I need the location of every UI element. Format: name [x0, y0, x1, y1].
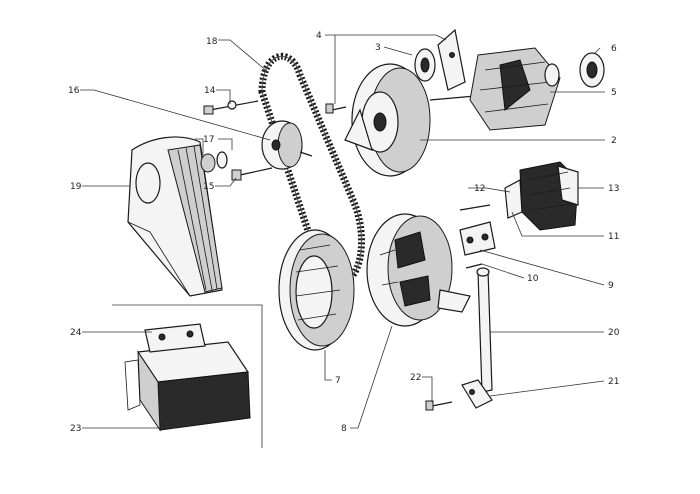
callout-labels: 18 16 14 17 15 19 4 3 6 5 2 12 13 11 10 …	[68, 31, 620, 434]
voltage-regulator	[124, 341, 251, 432]
rotor	[429, 47, 561, 131]
callout-3: 3	[375, 43, 381, 53]
callout-22: 22	[410, 373, 421, 383]
callout-11: 11	[608, 232, 619, 242]
pulley	[261, 120, 313, 170]
belt-guard-cover	[127, 136, 223, 297]
callout-12: 12	[474, 184, 485, 194]
callout-6: 6	[611, 44, 617, 54]
bearing-3	[414, 48, 436, 82]
callout-17: 17	[203, 135, 214, 145]
callout-21: 21	[608, 377, 619, 387]
callout-13: 13	[608, 184, 619, 194]
stator	[278, 229, 355, 351]
inset-frame	[112, 304, 263, 448]
nut-washer-bolt	[200, 151, 273, 181]
callout-4: 4	[316, 31, 322, 41]
drive-end-shield	[344, 63, 431, 177]
bearing-6	[579, 52, 605, 88]
callout-9: 9	[608, 281, 614, 291]
callout-10: 10	[527, 274, 539, 284]
regulator-bracket	[144, 323, 206, 353]
adjusting-arm	[476, 267, 493, 393]
bolt-22	[425, 400, 453, 411]
terminal-bracket	[459, 221, 496, 256]
callout-5: 5	[611, 88, 617, 98]
mounting-bracket-21	[461, 379, 493, 409]
callout-24: 24	[70, 328, 82, 338]
callout-14: 14	[204, 86, 216, 96]
brush-holder-assembly	[459, 161, 579, 231]
callout-20: 20	[608, 328, 620, 338]
callout-18: 18	[206, 37, 218, 47]
callout-8: 8	[341, 424, 347, 434]
pin-10	[465, 263, 483, 269]
callout-7: 7	[335, 376, 341, 386]
leader-lines	[80, 34, 605, 429]
callout-16: 16	[68, 86, 80, 96]
callout-19: 19	[70, 182, 82, 192]
rear-end-shield	[366, 213, 471, 327]
callout-23: 23	[70, 424, 81, 434]
bracket-plate	[325, 28, 466, 114]
callout-2: 2	[611, 136, 617, 146]
callout-15: 15	[203, 182, 214, 192]
bolt-14	[203, 100, 259, 115]
